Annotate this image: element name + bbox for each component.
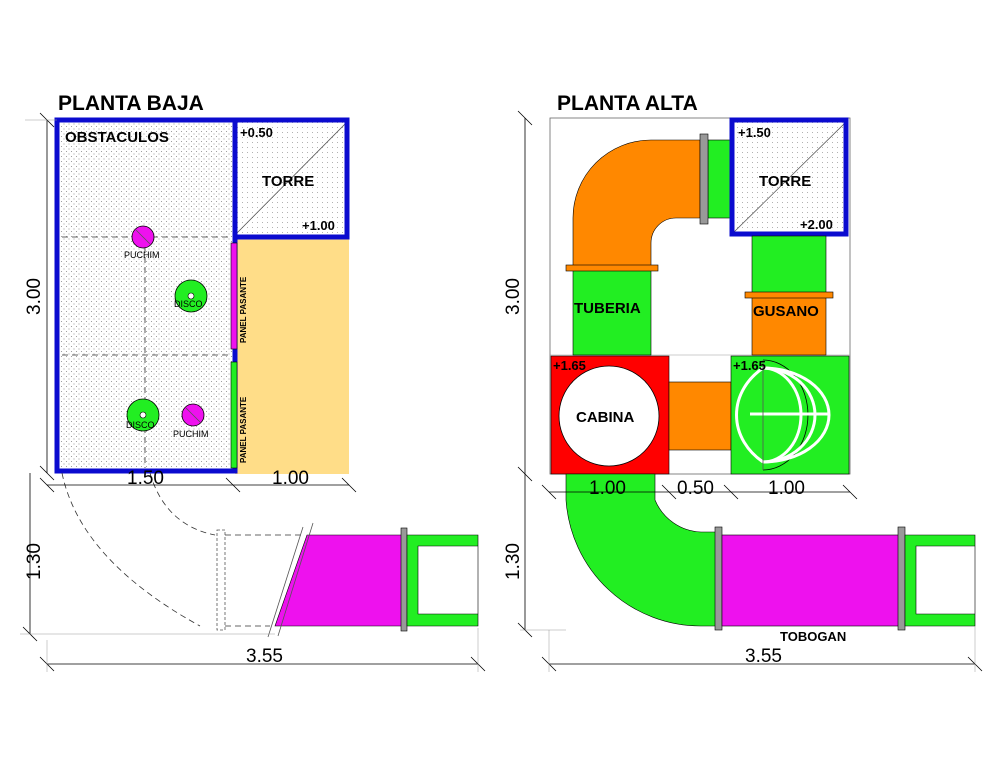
slide-curve <box>565 473 717 627</box>
ground-dimensions: 3.00 1.50 1.00 1.30 3.55 <box>20 112 486 672</box>
cabin-circle <box>558 365 660 467</box>
pipe-curve <box>572 139 701 269</box>
puchim-1: PUCHIM <box>124 225 160 260</box>
panel-label-1: PANEL PASANTE <box>239 276 248 343</box>
ground-floor-title: PLANTA BAJA <box>58 92 204 115</box>
ground-width-right: 1.00 <box>272 468 309 489</box>
svg-text:PUCHIM: PUCHIM <box>124 250 160 260</box>
worm-ring <box>744 291 834 299</box>
slide-tube-magenta <box>721 534 900 627</box>
slide-end-frame-ground <box>406 534 479 627</box>
slide-outline-outer <box>61 472 201 627</box>
slide-outline-inner <box>149 472 216 536</box>
ground-total-width: 3.55 <box>246 646 283 667</box>
ring-ground <box>400 527 408 632</box>
upper-floor-title: PLANTA ALTA <box>557 92 698 115</box>
tower-walls-upper <box>729 117 849 237</box>
tower-level-bottom-ground: +1.00 <box>302 218 335 233</box>
svg-text:DISCO: DISCO <box>174 299 203 309</box>
panel-label-2: PANEL PASANTE <box>239 396 248 463</box>
ground-width-left: 1.50 <box>127 468 164 489</box>
upper-width-3: 1.00 <box>768 478 805 499</box>
upper-total-width: 3.55 <box>745 646 782 667</box>
puchim-2: PUCHIM <box>173 403 209 439</box>
panel-magenta <box>230 242 238 350</box>
cabin-level: +1.65 <box>553 358 586 373</box>
slide-ring-2 <box>897 526 906 631</box>
pipe-ring-left <box>565 264 659 272</box>
upper-floor-plan: PLANTA ALTA TUBERIA TORRE +1.50 +2.00 GU… <box>503 92 983 672</box>
tower-level-bottom-upper: +2.00 <box>800 217 833 232</box>
tower-level-top-ground: +0.50 <box>240 125 273 140</box>
tower-diagonal <box>234 121 348 236</box>
upper-width-1: 1.00 <box>589 478 626 499</box>
ground-bottom-height-dim: 1.30 <box>24 543 45 580</box>
pipe-ring-top <box>699 133 709 225</box>
obstacles-label: OBSTACULOS <box>65 129 169 146</box>
upper-dimensions: 3.00 1.00 0.50 1.00 1.30 3.55 <box>503 110 983 672</box>
pipe-tuberia <box>572 269 652 356</box>
upper-outline <box>549 117 851 475</box>
disco-1: DISCO <box>174 279 208 313</box>
tube-magenta-ground <box>274 534 404 627</box>
ground-height-dim: 3.00 <box>24 278 45 315</box>
worm-orange <box>751 296 827 356</box>
worm-label: GUSANO <box>753 303 819 320</box>
slide-label: TOBOGAN <box>780 629 846 644</box>
worm-green <box>751 235 827 294</box>
cabin-label: CABINA <box>576 409 634 426</box>
ground-floor-plan: PLANTA BAJA OBSTACULOS TORRE +0.50 +1.00… <box>20 92 486 672</box>
tower-level-top-upper: +1.50 <box>738 125 771 140</box>
tower-label-upper: TORRE <box>759 173 811 190</box>
upper-width-2: 0.50 <box>677 478 714 499</box>
cut-line-2 <box>277 522 314 637</box>
panel-green <box>230 361 238 469</box>
slide-ring-1 <box>714 526 723 631</box>
pipe-label: TUBERIA <box>574 300 641 317</box>
cut-line-1 <box>267 526 304 638</box>
dome-level: +1.65 <box>733 358 766 373</box>
disco-2: DISCO <box>126 398 160 432</box>
tower-label-ground: TORRE <box>262 173 314 190</box>
svg-text:DISCO: DISCO <box>126 420 155 430</box>
slide-end-frame-upper <box>904 534 976 627</box>
svg-text:PUCHIM: PUCHIM <box>173 429 209 439</box>
upper-height-dim: 3.00 <box>503 278 524 315</box>
sand-area <box>235 237 349 474</box>
cabin-connector <box>668 381 732 451</box>
slide-joint-ghost <box>216 529 226 631</box>
upper-bottom-height-dim: 1.30 <box>503 543 524 580</box>
